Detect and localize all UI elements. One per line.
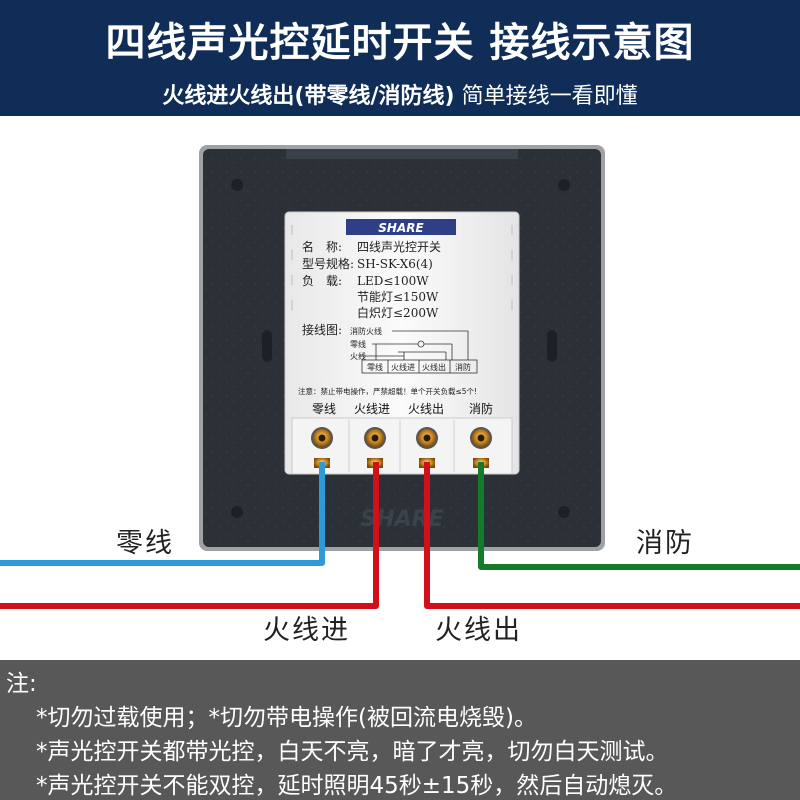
mini-wiring-diagram: 接线图: 消防火线 零线 火线 零线 火线进 火线出 消 xyxy=(302,322,478,374)
spec-key: 名 称: xyxy=(302,239,342,254)
spec-label: 名 称: 四线声光控开关 型号规格: SH-SK-X6(4) 负 载: LED≤… xyxy=(302,239,441,320)
spec-value: 四线声光控开关 xyxy=(357,240,441,254)
spec-value: 节能灯≤150W xyxy=(357,290,439,304)
spec-value: 白炽灯≤200W xyxy=(357,305,439,320)
terminal-label-fire: 消防 xyxy=(469,401,493,416)
wire-label-live-out: 火线出 xyxy=(435,615,522,646)
note-line: *切勿过载使用；*切勿带电操作(被回流电烧毁)。 xyxy=(36,705,537,731)
notes-panel: 注: *切勿过载使用；*切勿带电操作(被回流电烧毁)。 *声光控开关都带光控，白… xyxy=(0,660,800,800)
spec-value: SH-SK-X6(4) xyxy=(357,257,433,271)
terminal-label-live-out: 火线出 xyxy=(408,402,444,416)
mini-output-label: 零线 xyxy=(367,362,383,372)
terminal-label-live-in: 火线进 xyxy=(354,402,390,416)
brand-label: SHARE xyxy=(378,221,424,235)
plate-logo: SHARE xyxy=(360,507,443,532)
mounting-holes xyxy=(231,179,570,518)
wire-label-live-in: 火线进 xyxy=(263,615,350,646)
mini-wiring-title: 接线图: xyxy=(302,322,342,337)
warning-text: 注意：禁止带电操作，严禁超载！单个开关负载≤5个! xyxy=(298,386,477,396)
header-banner: 四线声光控延时开关 接线示意图 火线进火线出(带零线/消防线) 简单接线一看即懂 xyxy=(0,0,800,116)
mini-output-label: 消防 xyxy=(455,362,471,372)
wiring-stage: SHARE SHARE 名 称: 四线声光控开关 型号规格: SH-SK-X6(… xyxy=(0,116,800,660)
spec-key: 型号规格: xyxy=(302,256,354,271)
mini-output-label: 火线进 xyxy=(391,362,415,372)
wire-neutral xyxy=(0,462,325,566)
note-line: *声光控开关不能双控，延时照明45秒±15秒，然后自动熄灭。 xyxy=(36,773,678,799)
mini-input-label: 火线 xyxy=(350,351,366,361)
spec-value: LED≤100W xyxy=(357,274,429,288)
note-line: *声光控开关都带光控，白天不亮，暗了才亮，切勿白天测试。 xyxy=(36,739,669,765)
mini-output-label: 火线出 xyxy=(422,362,446,372)
spec-key: 负 载: xyxy=(302,274,342,288)
wire-live-in xyxy=(0,462,379,609)
mini-input-label: 零线 xyxy=(350,339,366,349)
page-subtitle: 火线进火线出(带零线/消防线) 简单接线一看即懂 xyxy=(0,78,800,110)
wire-live-out xyxy=(424,462,800,609)
wiring-diagram: SHARE SHARE 名 称: 四线声光控开关 型号规格: SH-SK-X6(… xyxy=(0,145,800,646)
page-title: 四线声光控延时开关 接线示意图 xyxy=(105,20,695,66)
mini-input-label: 消防火线 xyxy=(350,326,382,336)
notes-heading: 注: xyxy=(6,671,37,697)
wire-label-neutral: 零线 xyxy=(116,528,174,559)
brand-bar xyxy=(346,219,456,235)
subtitle-rest: 简单接线一看即懂 xyxy=(454,84,638,109)
subtitle-bold: 火线进火线出(带零线/消防线) xyxy=(162,84,455,109)
wire-fire xyxy=(478,462,800,570)
wire-label-fire: 消防 xyxy=(636,528,694,559)
terminal-label-neutral: 零线 xyxy=(312,402,336,416)
